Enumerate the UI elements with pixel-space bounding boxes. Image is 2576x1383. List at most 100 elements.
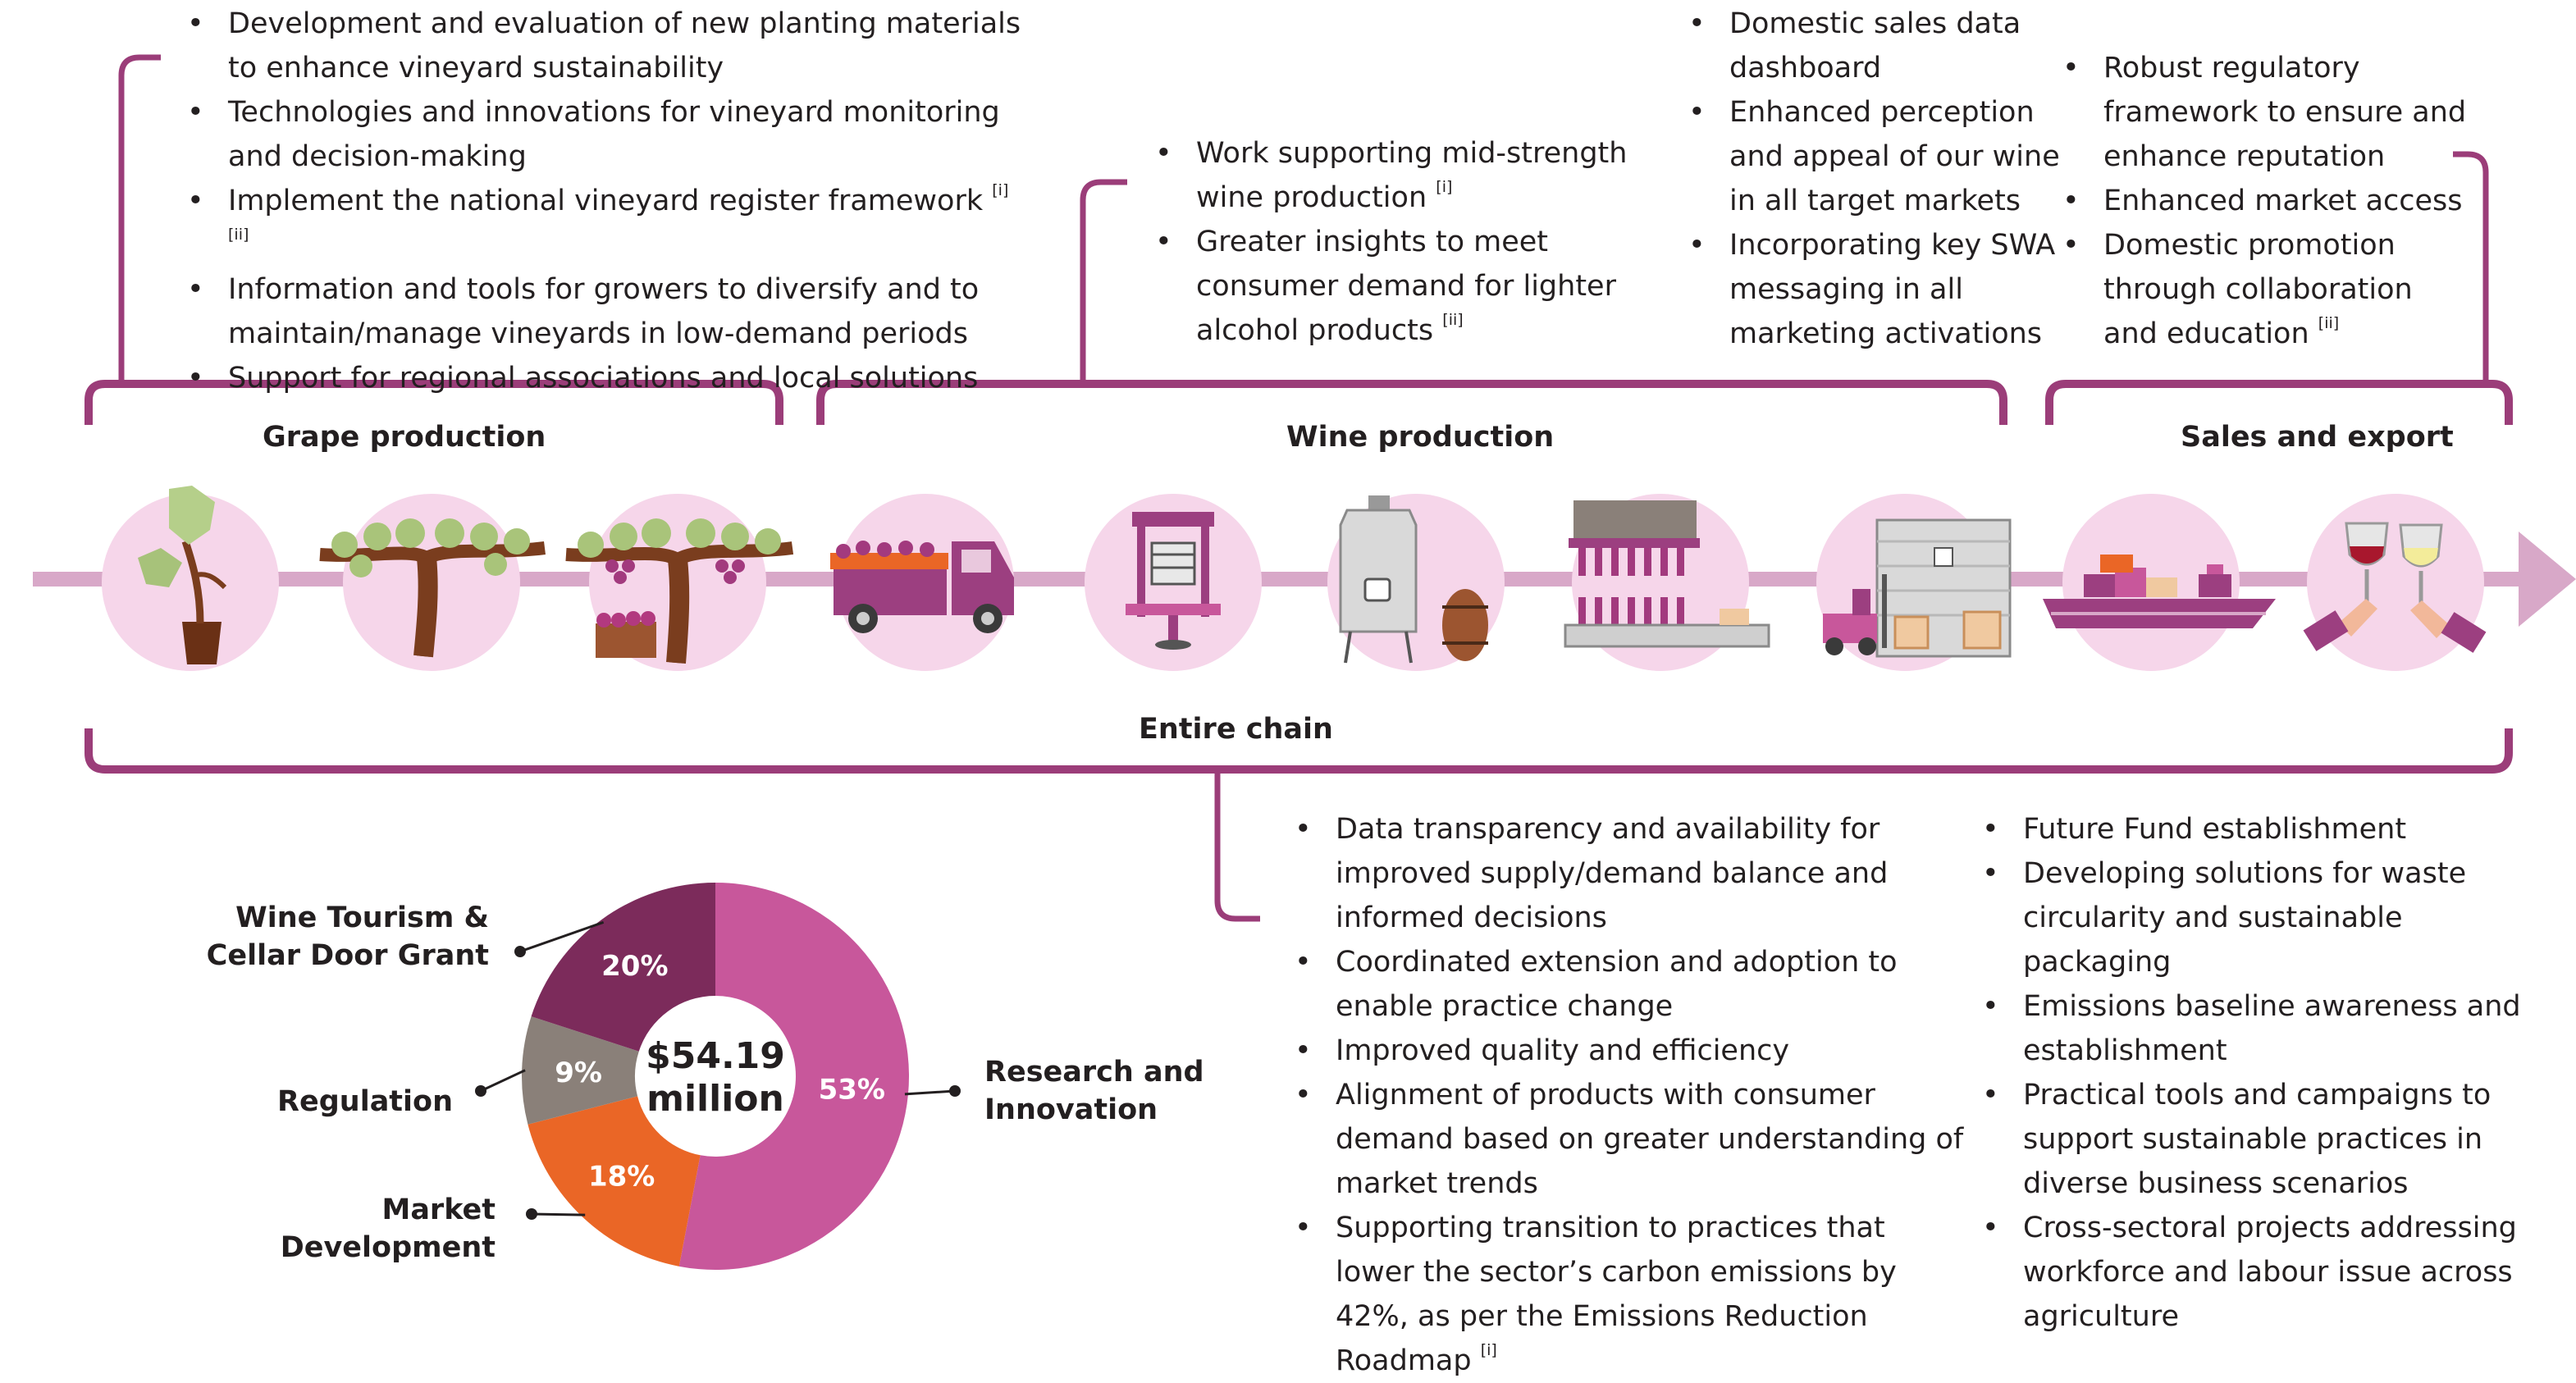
- grape-point: Implement the national vineyard register…: [187, 179, 1024, 267]
- bullet-text: Greater insights to meet consumer demand…: [1196, 226, 1616, 347]
- donut-slice: [522, 1016, 639, 1125]
- reference-marker: [i] [ii]: [228, 181, 1009, 244]
- domestic-sales-point: Enhanced perception and appeal of our wi…: [1688, 90, 2062, 223]
- reference-marker: [ii]: [2318, 314, 2340, 332]
- grape-point: Technologies and innovations for vineyar…: [187, 90, 1024, 179]
- budget-donut-chart: [522, 883, 909, 1270]
- reference-marker: [i]: [1480, 1341, 1497, 1359]
- chain-point: Data transparency and availability for i…: [1295, 807, 1967, 940]
- segment-name-line: Development: [281, 1231, 496, 1264]
- leader-dot: [526, 1208, 537, 1220]
- wine-point: Work supporting mid-strength wine produc…: [1155, 131, 1631, 220]
- segment-name-line: Market: [381, 1194, 496, 1226]
- domestic-sales-point: Incorporating key SWA messaging in all m…: [1688, 223, 2062, 356]
- donut-slice: [678, 883, 909, 1270]
- grape-vine-icon: [565, 518, 794, 664]
- budget-leader-lines: [475, 920, 961, 1220]
- fermentation-tank-icon: [1339, 495, 1488, 664]
- bullet-text: Enhanced market access: [2103, 185, 2463, 217]
- grape-point: Support for regional associations and lo…: [187, 356, 1024, 400]
- chain-point: Future Fund establishment: [1982, 807, 2540, 851]
- chain-point: Developing solutions for waste circulari…: [1982, 851, 2540, 984]
- bullet-text: Support for regional associations and lo…: [228, 362, 979, 395]
- bullet-text: Development and evaluation of new planti…: [228, 7, 1021, 84]
- segment-name-line: Research and: [984, 1056, 1204, 1089]
- bullet-text: Work supporting mid-strength wine produc…: [1196, 137, 1628, 214]
- bullet-text: Incorporating key SWA messaging in all m…: [1729, 229, 2056, 350]
- grape-production-title: Grape production: [263, 421, 546, 454]
- bullet-text: Data transparency and availability for i…: [1336, 813, 1889, 934]
- wine-production-title: Wine production: [1286, 421, 1555, 454]
- wine-point: Greater insights to meet consumer demand…: [1155, 220, 1631, 353]
- delivery-truck-icon: [830, 541, 1014, 633]
- wine-press-icon: [1126, 512, 1221, 650]
- grape-point: Information and tools for growers to div…: [187, 267, 1024, 356]
- segment-name-line: Innovation: [984, 1093, 1158, 1126]
- cargo-ship-icon: [2043, 555, 2276, 628]
- sales-point: Domestic promotion through collaboration…: [2062, 223, 2473, 356]
- chain-point: Alignment of products with consumer dema…: [1295, 1073, 1967, 1206]
- sales-export-list: Robust regulatory framework to ensure an…: [2062, 46, 2473, 356]
- bullet-text: Enhanced perception and appeal of our wi…: [1729, 96, 2060, 217]
- slice-value-label: 20%: [601, 950, 668, 983]
- entire-chain-list-left: Data transparency and availability for i…: [1295, 807, 1967, 1383]
- bullet-text: Technologies and innovations for vineyar…: [228, 96, 1000, 173]
- chain-point: Coordinated extension and adoption to en…: [1295, 940, 1967, 1029]
- bullet-text: Domestic sales data dashboard: [1729, 7, 2021, 84]
- wine-connector: [1080, 179, 1127, 384]
- leader-dot: [514, 946, 526, 957]
- chain-point: Supporting transition to practices that …: [1295, 1206, 1967, 1383]
- sales-export-title: Sales and export: [2181, 421, 2454, 454]
- stage-circle: [2307, 494, 2484, 671]
- entire-chain-list-right: Future Fund establishmentDeveloping solu…: [1982, 807, 2540, 1339]
- stage-circle: [102, 494, 279, 671]
- entire-chain-bracket: [84, 728, 2513, 774]
- chain-point: Emissions baseline awareness and establi…: [1982, 984, 2540, 1073]
- donut-slice: [531, 883, 715, 1052]
- bullet-text: Emissions baseline awareness and establi…: [2023, 990, 2521, 1067]
- grape-point: Development and evaluation of new planti…: [187, 2, 1024, 90]
- slice-value-label: 18%: [588, 1161, 655, 1194]
- bullet-text: Supporting transition to practices that …: [1336, 1212, 1897, 1377]
- sales-point: Robust regulatory framework to ensure an…: [2062, 46, 2473, 179]
- leader-line: [904, 1089, 956, 1096]
- slice-value-label: 9%: [555, 1057, 602, 1089]
- chain-point: Cross-sectoral projects addressing workf…: [1982, 1206, 2540, 1339]
- grape-production-list: Development and evaluation of new planti…: [187, 2, 1024, 400]
- bullet-text: Practical tools and campaigns to support…: [2023, 1079, 2492, 1200]
- bullet-text: Alignment of products with consumer dema…: [1336, 1079, 1964, 1200]
- donut-total-amount: $54.19: [646, 1035, 785, 1077]
- bullet-text: Coordinated extension and adoption to en…: [1336, 946, 1898, 1023]
- donut-total-unit: million: [646, 1078, 784, 1120]
- leader-line: [531, 1212, 586, 1216]
- bullet-text: Implement the national vineyard register…: [228, 185, 984, 217]
- segment-name-label: Wine Tourism & Cellar Door Grant: [207, 901, 489, 972]
- bottling-line-icon: [1564, 500, 1770, 648]
- bullet-text: Domestic promotion through collaboration…: [2103, 229, 2413, 350]
- reference-marker: [i]: [1436, 178, 1453, 196]
- segment-name-label: Regulation: [277, 1085, 453, 1118]
- warehouse-forklift-icon: [1823, 518, 2012, 658]
- segment-name-line: Cellar Door Grant: [207, 939, 489, 972]
- chain-point: Practical tools and campaigns to support…: [1982, 1073, 2540, 1206]
- donut-slice: [528, 1096, 701, 1267]
- sales-point: Enhanced market access: [2062, 179, 2473, 223]
- bullet-text: Future Fund establishment: [2023, 813, 2407, 846]
- segment-name-line: Wine Tourism &: [235, 901, 489, 934]
- sales-stage-bracket: [2045, 380, 2513, 425]
- grape-connector: [118, 54, 161, 384]
- bullet-text: Cross-sectoral projects addressing workf…: [2023, 1212, 2517, 1333]
- domestic-sales-point: Domestic sales data dashboard: [1688, 2, 2062, 90]
- chain-connector: [1214, 769, 1260, 922]
- entire-chain-title: Entire chain: [1139, 713, 1333, 746]
- segment-name-line: Regulation: [277, 1085, 453, 1118]
- wine-toast-icon: [2303, 522, 2487, 653]
- slice-value-label: 53%: [819, 1074, 885, 1107]
- bullet-text: Improved quality and efficiency: [1336, 1034, 1790, 1067]
- reference-marker: [ii]: [1442, 311, 1464, 329]
- vine-icon: [319, 518, 546, 658]
